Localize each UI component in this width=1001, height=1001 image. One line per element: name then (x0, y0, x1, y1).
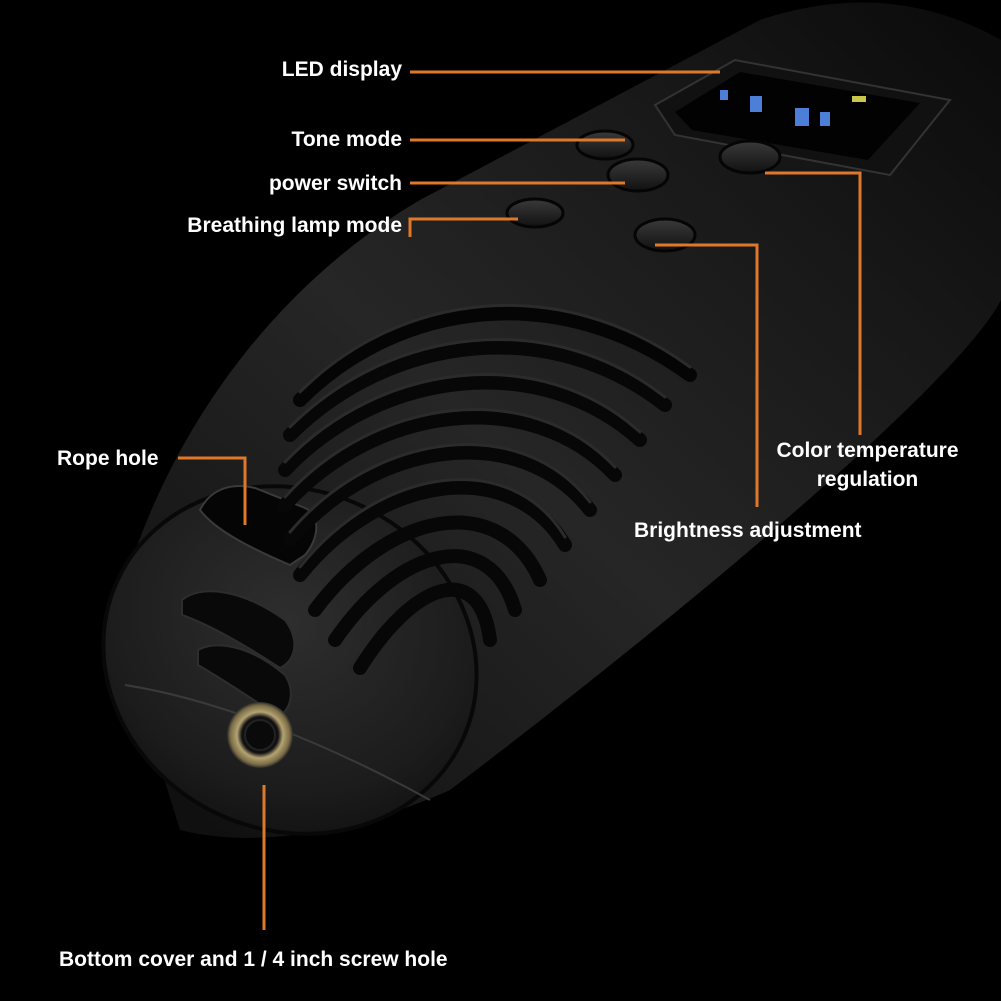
leader-line-rope-hole (178, 456, 247, 525)
body-ribs (278, 306, 697, 675)
label-led-display: LED display (281, 58, 402, 81)
power-switch-button[interactable] (606, 157, 670, 193)
label-brightness-adjustment: Brightness adjustment (634, 519, 862, 542)
leader-line-brightness (655, 243, 759, 507)
leader-line-breathing-lamp (408, 217, 518, 237)
label-color-temperature-line2: regulation (816, 468, 919, 491)
brightness-button[interactable] (633, 217, 697, 253)
label-bottom-cover: Bottom cover and 1 / 4 inch screw hole (59, 948, 448, 971)
leader-line-color-temperature (765, 171, 862, 435)
display-icon (795, 108, 809, 126)
display-icon (750, 96, 762, 112)
leader-lines (178, 70, 862, 930)
label-tone-mode: Tone mode (291, 128, 402, 151)
cap-vent-1 (181, 590, 296, 670)
led-display (653, 58, 952, 177)
display-icon (820, 112, 830, 126)
label-rope-hole: Rope hole (57, 447, 159, 470)
display-battery-indicator (852, 96, 866, 102)
display-icon (720, 90, 728, 100)
cap-vent-2 (197, 644, 292, 718)
label-power-switch: power switch (268, 172, 402, 195)
label-color-temperature-line1: Color temperature (776, 439, 959, 462)
tone-mode-button[interactable] (575, 129, 635, 161)
color-temperature-button[interactable] (718, 139, 782, 175)
label-breathing-lamp-mode: Breathing lamp mode (187, 214, 402, 237)
breathing-lamp-button[interactable] (505, 197, 565, 229)
